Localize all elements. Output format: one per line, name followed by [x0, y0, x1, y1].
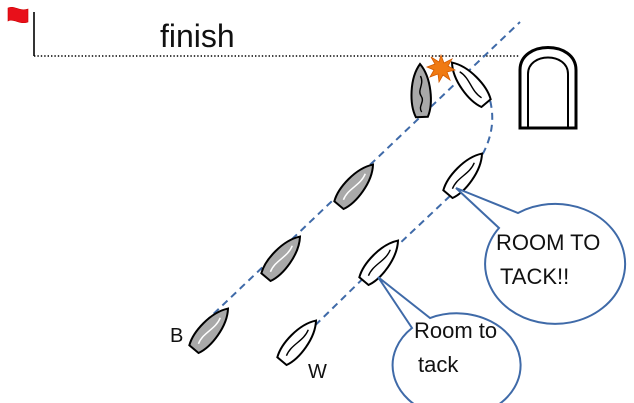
callout-room-to-tack: Room to tack	[377, 276, 522, 403]
boat-b-label: B	[170, 325, 183, 347]
callout-room-to-tack-line2: tack	[418, 352, 459, 377]
boat-b-position-2	[257, 229, 309, 285]
callout-room-to-tack-line1: Room to	[414, 318, 497, 343]
callout-room-to-tack-caps: ROOM TO TACK!!	[455, 187, 627, 325]
callout-room-to-tack-caps-line2: TACK!!	[500, 264, 569, 289]
boat-w-position-2	[355, 233, 407, 289]
boat-b-position-3	[330, 157, 382, 213]
callout-room-to-tack-caps-line1: ROOM TO	[496, 230, 600, 255]
finish-label: finish	[160, 18, 235, 54]
boat-w-label: W	[308, 361, 327, 383]
boat-b-position-4	[409, 62, 433, 119]
boat-b-position-1	[185, 301, 237, 357]
collision-burst-icon	[425, 53, 457, 84]
flag-icon	[7, 7, 35, 56]
committee-boat-icon	[518, 46, 578, 130]
boat-w-position-3	[439, 146, 491, 202]
boat-w-position-1	[273, 313, 325, 369]
boat-w-course	[297, 99, 494, 343]
boat-w-position-4	[443, 55, 495, 111]
